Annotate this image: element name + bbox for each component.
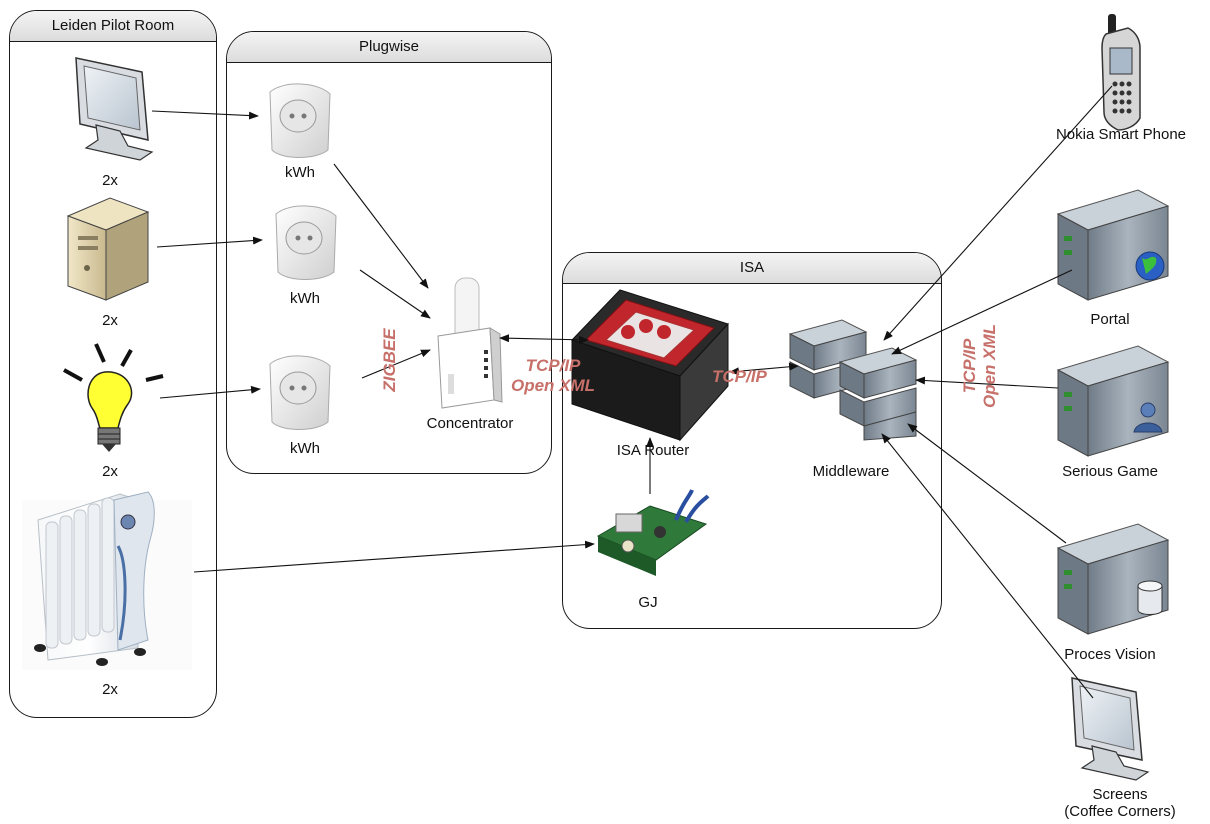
- isa-router-icon: [571, 289, 729, 442]
- monitor-icon: [75, 57, 154, 161]
- connector-portal-to-middleware: [891, 269, 1073, 355]
- plug-3-label: kWh: [290, 440, 320, 457]
- middleware-servers-protocol-line1: TCP/IP: [960, 338, 979, 394]
- proces-vision-label: Proces Vision: [1064, 646, 1156, 663]
- connector-bulb-to-plug3: [159, 385, 261, 399]
- plugwise-plug-1-icon: [269, 83, 331, 158]
- connector-heater-to-gj: [193, 540, 595, 573]
- connector-pc-to-plug2: [156, 236, 263, 248]
- portal-server-globe-icon: [1056, 189, 1170, 301]
- serious-game-server-user-icon: [1056, 345, 1170, 457]
- plugwise-plug-3-icon: [269, 355, 331, 430]
- screens-label: Screens (Coffee Corners): [1040, 786, 1200, 820]
- router-concentrator-protocol-label: TCP/IP Open XML: [500, 356, 606, 396]
- plug-1-label: kWh: [285, 164, 315, 181]
- connector-lines: [151, 85, 1113, 699]
- middleware-label: Middleware: [812, 463, 890, 480]
- nokia-phone-label: Nokia Smart Phone: [1055, 126, 1187, 143]
- router-concentrator-protocol-line2: Open XML: [510, 376, 596, 395]
- plugwise-plug-2-icon: [275, 205, 337, 280]
- connector-phone-to-middleware: [883, 85, 1113, 341]
- connector-concentrator-router: [499, 334, 589, 344]
- isa-router-label: ISA Router: [616, 442, 690, 459]
- connector-plug1-to-concentrator: [333, 163, 429, 289]
- connector-procesvision-to-middleware: [907, 423, 1067, 544]
- light-bulb-icon: [63, 343, 164, 452]
- desktop-pc-icon: [66, 197, 150, 301]
- middleware-server-stack-icon: [788, 319, 918, 441]
- serious-game-label: Serious Game: [1062, 463, 1158, 480]
- isa-title: ISA: [563, 253, 941, 284]
- portal-label: Portal: [1090, 311, 1130, 328]
- plug-2-label: kWh: [290, 290, 320, 307]
- connector-router-middleware: [729, 362, 799, 376]
- leiden-pilot-room-title: Leiden Pilot Room: [10, 11, 216, 42]
- zigbee-protocol-label: ZIGBEE: [380, 328, 399, 392]
- gj-board-icon: [596, 489, 710, 576]
- bulb-quantity-label: 2x: [102, 463, 118, 480]
- gj-label: GJ: [638, 594, 658, 611]
- connector-plug3-to-concentrator: [361, 349, 431, 379]
- nokia-phone-icon: [1101, 14, 1141, 131]
- plugwise-title: Plugwise: [227, 32, 551, 63]
- middleware-servers-protocol-label: TCP/IP Open XML: [960, 306, 1000, 426]
- proces-vision-server-database-icon: [1056, 523, 1170, 635]
- monitor-quantity-label: 2x: [102, 172, 118, 189]
- connector-seriousgame-to-middleware: [915, 376, 1059, 389]
- screens-monitor-icon: [1071, 677, 1150, 781]
- connector-plug2-to-concentrator: [359, 269, 431, 319]
- middleware-servers-protocol-line2: Open XML: [980, 323, 999, 409]
- concentrator-icon: [437, 277, 503, 409]
- connector-monitor-to-plug1: [151, 110, 259, 120]
- screens-label-line1: Screens: [1092, 786, 1148, 803]
- connector-screens-to-middleware: [881, 433, 1094, 699]
- router-middleware-protocol-label: TCP/IP: [712, 367, 767, 386]
- screens-label-line2: (Coffee Corners): [1064, 803, 1176, 820]
- oil-heater-icon: [22, 491, 192, 670]
- pc-quantity-label: 2x: [102, 312, 118, 329]
- heater-quantity-label: 2x: [102, 681, 118, 698]
- router-concentrator-protocol-line1: TCP/IP: [525, 356, 581, 375]
- concentrator-label: Concentrator: [426, 415, 514, 432]
